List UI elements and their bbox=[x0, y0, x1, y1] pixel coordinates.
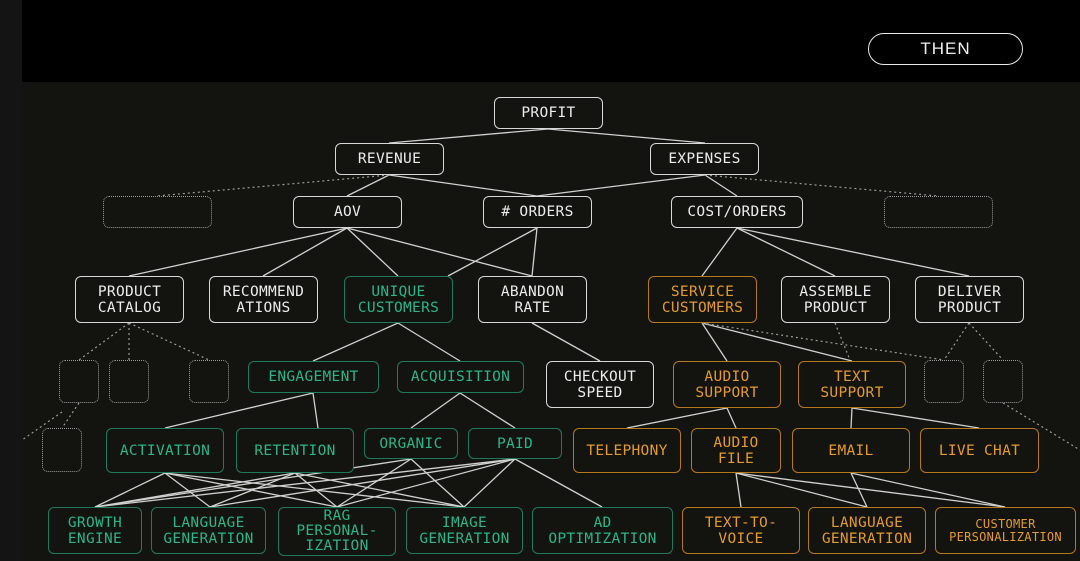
node-profit[interactable]: PROFIT bbox=[494, 97, 603, 129]
node-retention[interactable]: RETENTION bbox=[236, 428, 354, 473]
node-image-generation[interactable]: IMAGE GENERATION bbox=[406, 507, 523, 554]
node-audio-support[interactable]: AUDIO SUPPORT bbox=[673, 361, 781, 408]
node-deliver-product[interactable]: DELIVER PRODUCT bbox=[915, 276, 1024, 323]
placeholder-node-left bbox=[103, 196, 212, 228]
placeholder-node-deliver-2 bbox=[983, 360, 1023, 403]
placeholder-node-deliver-1 bbox=[924, 360, 964, 403]
node-orders[interactable]: # ORDERS bbox=[483, 196, 592, 228]
node-audio-file[interactable]: AUDIO FILE bbox=[691, 428, 781, 473]
placeholder-node-catalog-1 bbox=[59, 360, 99, 403]
left-gutter bbox=[0, 0, 22, 561]
node-telephony[interactable]: TELEPHONY bbox=[573, 428, 681, 473]
node-product-catalog[interactable]: PRODUCT CATALOG bbox=[75, 276, 184, 323]
node-email[interactable]: EMAIL bbox=[792, 428, 910, 473]
top-bar bbox=[22, 0, 1080, 82]
node-expenses[interactable]: EXPENSES bbox=[650, 143, 759, 175]
node-assemble-product[interactable]: ASSEMBLE PRODUCT bbox=[781, 276, 890, 323]
node-customer-personalization[interactable]: CUSTOMER PERSONALIZATION bbox=[935, 507, 1076, 554]
placeholder-node-right bbox=[884, 196, 993, 228]
node-language-generation-green[interactable]: LANGUAGE GENERATION bbox=[151, 507, 266, 554]
node-live-chat[interactable]: LIVE CHAT bbox=[920, 428, 1039, 473]
then-button[interactable]: THEN bbox=[868, 33, 1023, 65]
placeholder-node-catalog-2 bbox=[109, 360, 149, 403]
node-acquisition[interactable]: ACQUISITION bbox=[397, 361, 524, 393]
node-text-support[interactable]: TEXT SUPPORT bbox=[798, 361, 906, 408]
node-activation[interactable]: ACTIVATION bbox=[106, 428, 224, 473]
node-revenue[interactable]: REVENUE bbox=[335, 143, 444, 175]
node-language-generation-orange[interactable]: LANGUAGE GENERATION bbox=[808, 507, 926, 554]
node-ad-optimization[interactable]: AD OPTIMIZATION bbox=[532, 507, 673, 554]
node-unique-customers[interactable]: UNIQUE CUSTOMERS bbox=[344, 276, 453, 323]
node-rag-personalization[interactable]: RAG PERSONAL- IZATION bbox=[278, 507, 396, 556]
node-abandon-rate[interactable]: ABANDON RATE bbox=[478, 276, 587, 323]
node-aov[interactable]: AOV bbox=[293, 196, 402, 228]
node-paid[interactable]: PAID bbox=[468, 428, 562, 459]
node-engagement[interactable]: ENGAGEMENT bbox=[248, 361, 379, 393]
node-cost-orders[interactable]: COST/ORDERS bbox=[671, 196, 803, 228]
node-service-customers[interactable]: SERVICE CUSTOMERS bbox=[648, 276, 757, 323]
node-organic[interactable]: ORGANIC bbox=[364, 428, 458, 459]
placeholder-node-far-left bbox=[42, 428, 82, 472]
placeholder-node-catalog-3 bbox=[189, 360, 229, 403]
node-checkout-speed[interactable]: CHECKOUT SPEED bbox=[546, 361, 654, 408]
node-text-to-voice[interactable]: TEXT-TO- VOICE bbox=[682, 507, 800, 554]
node-recommendations[interactable]: RECOMMEND ATIONS bbox=[209, 276, 318, 323]
node-growth-engine[interactable]: GROWTH ENGINE bbox=[48, 507, 142, 554]
